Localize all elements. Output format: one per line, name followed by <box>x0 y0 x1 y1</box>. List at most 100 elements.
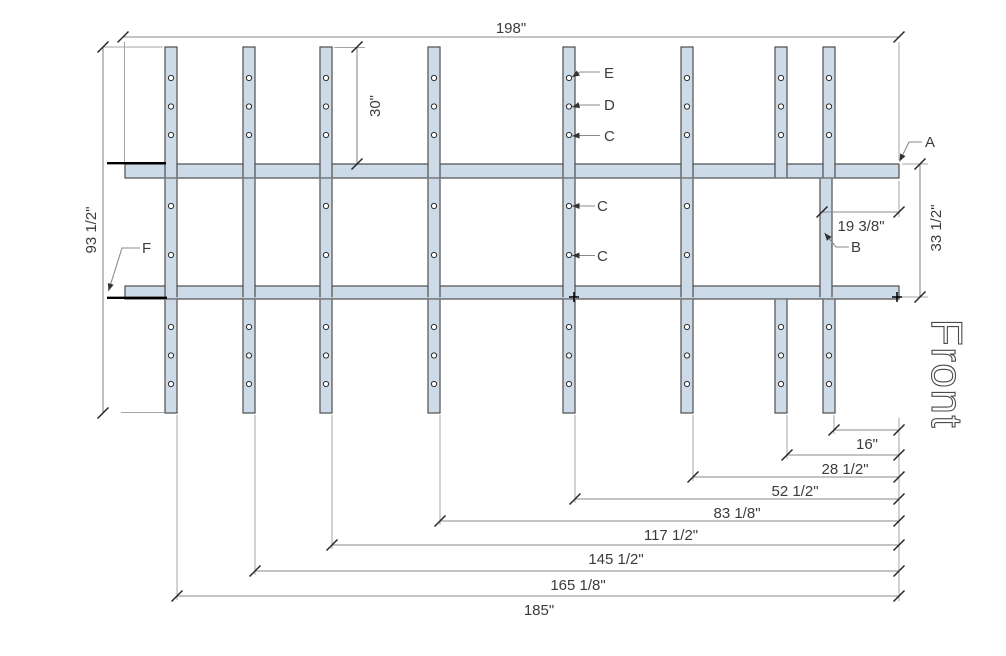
dim-tick <box>892 423 906 437</box>
dim-chain-185-label: 185" <box>524 602 554 619</box>
bolt-hole <box>167 131 175 139</box>
bolt-hole <box>167 74 175 82</box>
dim-tick <box>892 448 906 462</box>
bolt-hole <box>825 380 833 388</box>
middle-post <box>563 178 575 298</box>
bolt-hole <box>825 74 833 82</box>
middle-post <box>681 178 693 298</box>
dim-overall-width-label: 198" <box>496 20 526 37</box>
top-post <box>681 47 693 178</box>
bolt-hole <box>430 380 438 388</box>
dim-chain-52half-label: 52 1/2" <box>771 483 818 500</box>
leader-a <box>899 141 922 162</box>
top-post <box>320 47 332 178</box>
dim-tick <box>892 589 906 603</box>
bolt-hole <box>430 323 438 331</box>
dim-tick <box>892 538 906 552</box>
bolt-hole <box>565 202 573 210</box>
dim-tick <box>350 157 364 171</box>
bolt-hole <box>322 103 330 110</box>
bolt-hole <box>825 352 833 359</box>
bolt-hole <box>683 202 691 210</box>
dim-chain-165eighth-label: 165 1/8" <box>550 577 605 594</box>
bolt-hole <box>683 352 691 359</box>
callout-e-label: E <box>604 65 614 82</box>
bolt-hole <box>825 131 833 139</box>
front-view-label: Front <box>922 319 971 429</box>
leader-d <box>571 102 600 109</box>
top-rail <box>124 163 900 179</box>
bolt-hole <box>322 131 330 139</box>
dim-chain-16-label: 16" <box>856 436 878 453</box>
dim-chain-145half-label: 145 1/2" <box>588 551 643 568</box>
bolt-hole <box>167 103 175 110</box>
callout-c-top-label: C <box>604 128 615 145</box>
bolt-hole <box>430 103 438 110</box>
dim-tick <box>892 470 906 484</box>
bolt-hole <box>245 103 253 110</box>
leader-e <box>571 70 600 78</box>
middle-post <box>320 178 332 298</box>
bolt-hole <box>683 251 691 259</box>
posts <box>164 46 836 414</box>
bolt-hole <box>565 131 573 139</box>
bolt-hole <box>322 380 330 388</box>
bolt-hole <box>565 251 573 259</box>
callout-c-mid-lower-label: C <box>597 248 608 265</box>
callout-a-label: A <box>925 134 935 151</box>
dim-tick <box>892 514 906 528</box>
dim-chain-117half-label: 117 1/2" <box>644 527 698 544</box>
dim-tick <box>913 290 927 304</box>
top-post <box>428 47 440 178</box>
dim-tick <box>913 157 927 171</box>
bottom-rail <box>124 285 900 300</box>
dim-tick <box>892 30 906 44</box>
leader-lines <box>107 70 922 292</box>
bolt-hole <box>777 352 785 359</box>
bolt-hole <box>777 103 785 110</box>
dim-tick <box>116 30 130 44</box>
leader-b <box>824 232 849 248</box>
bolt-hole <box>825 323 833 331</box>
bolt-hole <box>322 202 330 210</box>
bolt-hole <box>430 251 438 259</box>
dim-tick <box>780 448 794 462</box>
top-post <box>775 47 787 178</box>
bolt-hole <box>683 103 691 110</box>
middle-stub-post <box>820 178 832 298</box>
bolt-hole <box>322 251 330 259</box>
dim-chain-28half-label: 28 1/2" <box>821 461 868 478</box>
callout-f-label: F <box>142 240 151 257</box>
bolt-hole <box>683 323 691 331</box>
dim-tick <box>892 205 906 219</box>
bolt-hole <box>167 380 175 388</box>
middle-post <box>165 178 177 298</box>
extension-lines <box>104 42 928 601</box>
callout-d-label: D <box>604 97 615 114</box>
dim-tick <box>96 40 110 54</box>
bolt-hole <box>430 131 438 139</box>
middle-post <box>243 178 255 298</box>
bolt-hole <box>565 323 573 331</box>
callout-c-mid-upper-label: C <box>597 198 608 215</box>
bolt-hole <box>777 323 785 331</box>
bolt-hole <box>245 352 253 359</box>
bolt-hole <box>683 380 691 388</box>
bolt-hole <box>430 202 438 210</box>
bolt-hole <box>825 103 833 110</box>
dim-tick <box>96 406 110 420</box>
bolt-hole <box>245 131 253 139</box>
bolt-hole <box>565 74 573 82</box>
bolt-hole <box>683 74 691 82</box>
bolt-hole <box>777 74 785 82</box>
top-post <box>563 47 575 178</box>
bolt-hole <box>322 74 330 82</box>
dim-tick <box>815 205 829 219</box>
bolt-hole <box>777 131 785 139</box>
bolt-hole <box>167 323 175 331</box>
dim-tick <box>892 492 906 506</box>
top-post <box>823 47 835 178</box>
rails <box>124 163 900 300</box>
